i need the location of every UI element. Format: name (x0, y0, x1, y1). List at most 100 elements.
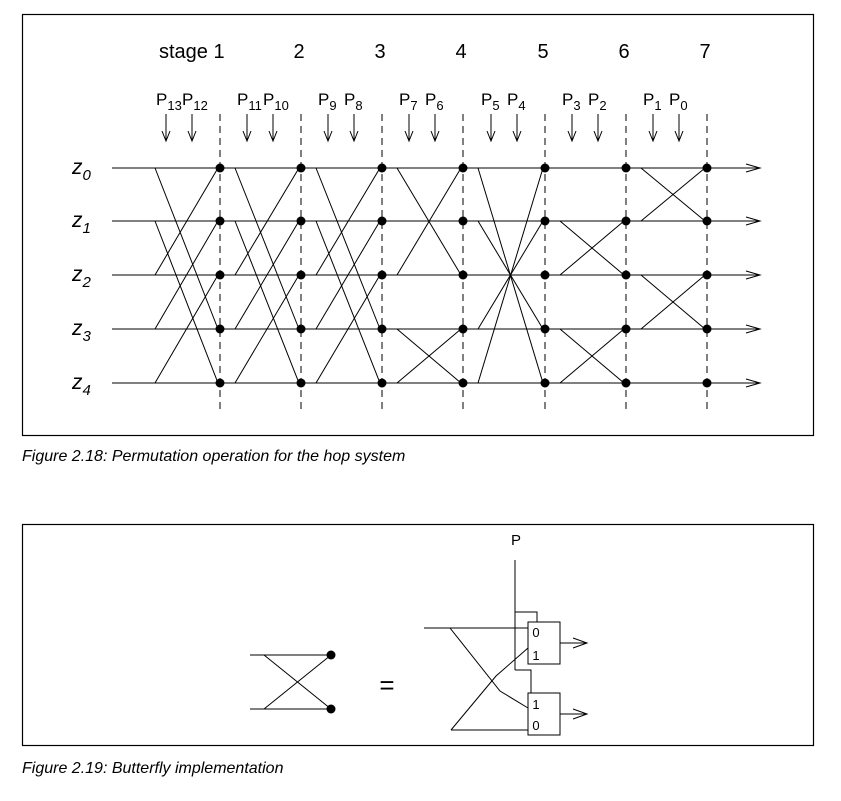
cross-wire (477, 167, 544, 384)
switch-input-label: 1 (532, 648, 539, 663)
cross-wire (315, 167, 381, 330)
junction-dot (702, 216, 712, 226)
cross-wire (234, 167, 300, 330)
junction-dot (296, 216, 306, 226)
cross-wire (154, 220, 219, 384)
stage-label: 7 (699, 41, 710, 63)
junction-dot (702, 324, 712, 334)
junction-dot (702, 163, 712, 173)
cross-wire (315, 167, 381, 276)
junction-dot (377, 270, 387, 280)
junction-dot (540, 270, 550, 280)
row-subscript: 0 (83, 167, 92, 184)
control-subscript: 13 (167, 98, 181, 113)
junction-dot (458, 270, 468, 280)
junction-dot (296, 324, 306, 334)
junction-dot (702, 270, 712, 280)
output-arrowhead (745, 216, 762, 226)
switch-input-label: 1 (532, 697, 539, 712)
junction-dot (458, 378, 468, 388)
cross-wire (559, 220, 625, 276)
control-arrowhead (648, 130, 658, 143)
cross-wire (315, 220, 381, 384)
stage-label: 4 (455, 41, 466, 63)
junction-dot (540, 324, 550, 334)
control-arrows (161, 114, 684, 143)
junction-dot (540, 216, 550, 226)
stage-label: 6 (618, 41, 629, 63)
control-arrowhead (512, 130, 522, 143)
control-arrowhead (268, 130, 278, 143)
junction-dot (377, 163, 387, 173)
junction-dot (377, 378, 387, 388)
figure-frame (21, 13, 815, 437)
cross-wire (154, 167, 219, 330)
switch-input-label: 0 (532, 718, 539, 733)
stage-label: 2 (293, 41, 304, 63)
control-subscript: 11 (248, 98, 262, 113)
equals-sign: = (379, 670, 394, 700)
control-subscript: 10 (274, 98, 288, 113)
junction-dot (458, 163, 468, 173)
junction-dot (215, 216, 225, 226)
cross-wire (315, 220, 381, 330)
control-subscript: 0 (680, 98, 687, 113)
cross-wire (234, 220, 300, 330)
junction-dot (215, 163, 225, 173)
control-subscript: 5 (492, 98, 499, 113)
junction-dot (621, 324, 631, 334)
cross-wire (396, 167, 462, 276)
control-subscript: 6 (436, 98, 443, 113)
junction-dot (296, 378, 306, 388)
junction-dot (296, 163, 306, 173)
control-subscript: 7 (410, 98, 417, 113)
upper-switch (527, 621, 561, 665)
control-arrowhead (567, 130, 577, 143)
junction-dot (296, 270, 306, 280)
control-arrowhead (161, 130, 171, 143)
cross-wire (154, 167, 219, 276)
arrowheads (572, 637, 589, 720)
cross-wire (640, 274, 706, 330)
junction-dots (215, 163, 712, 388)
lower-switch (527, 692, 561, 736)
cross-wire (315, 274, 381, 384)
junction-dot (621, 378, 631, 388)
row-subscript: 3 (83, 328, 92, 345)
junction-dot (215, 324, 225, 334)
row-subscript: 2 (82, 274, 92, 291)
control-subscript: 3 (573, 98, 580, 113)
cross-wire (234, 167, 300, 276)
control-arrowhead (349, 130, 359, 143)
junction-dot (458, 324, 468, 334)
control-arrowhead (187, 130, 197, 143)
junction-dot (540, 378, 550, 388)
figure-caption: Figure 2.18: Permutation operation for t… (22, 448, 406, 465)
control-arrowhead (674, 130, 684, 143)
control-subscript: 12 (193, 98, 207, 113)
cross-wire (559, 328, 625, 384)
output-arrowhead (745, 378, 762, 388)
junction-dot (621, 270, 631, 280)
cross-wire (154, 274, 219, 384)
control-arrowhead (430, 130, 440, 143)
control-arrowhead (593, 130, 603, 143)
junction-dot (377, 324, 387, 334)
output-arrowhead (745, 163, 762, 173)
output-arrowhead (745, 324, 762, 334)
control-subscript: 2 (599, 98, 606, 113)
mux-wiring (424, 560, 587, 731)
junction-dot (215, 378, 225, 388)
figure-frame (21, 523, 815, 747)
control-arrowhead (323, 130, 333, 143)
cross-wire (234, 220, 300, 384)
control-label: P (511, 532, 521, 549)
stage-label: 5 (537, 41, 548, 63)
control-subscript: 4 (518, 98, 525, 113)
control-subscript: 9 (329, 98, 336, 113)
junction-dot (326, 650, 336, 660)
control-arrowhead (242, 130, 252, 143)
control-arrowhead (404, 130, 414, 143)
switch-input-label: 0 (532, 625, 539, 640)
